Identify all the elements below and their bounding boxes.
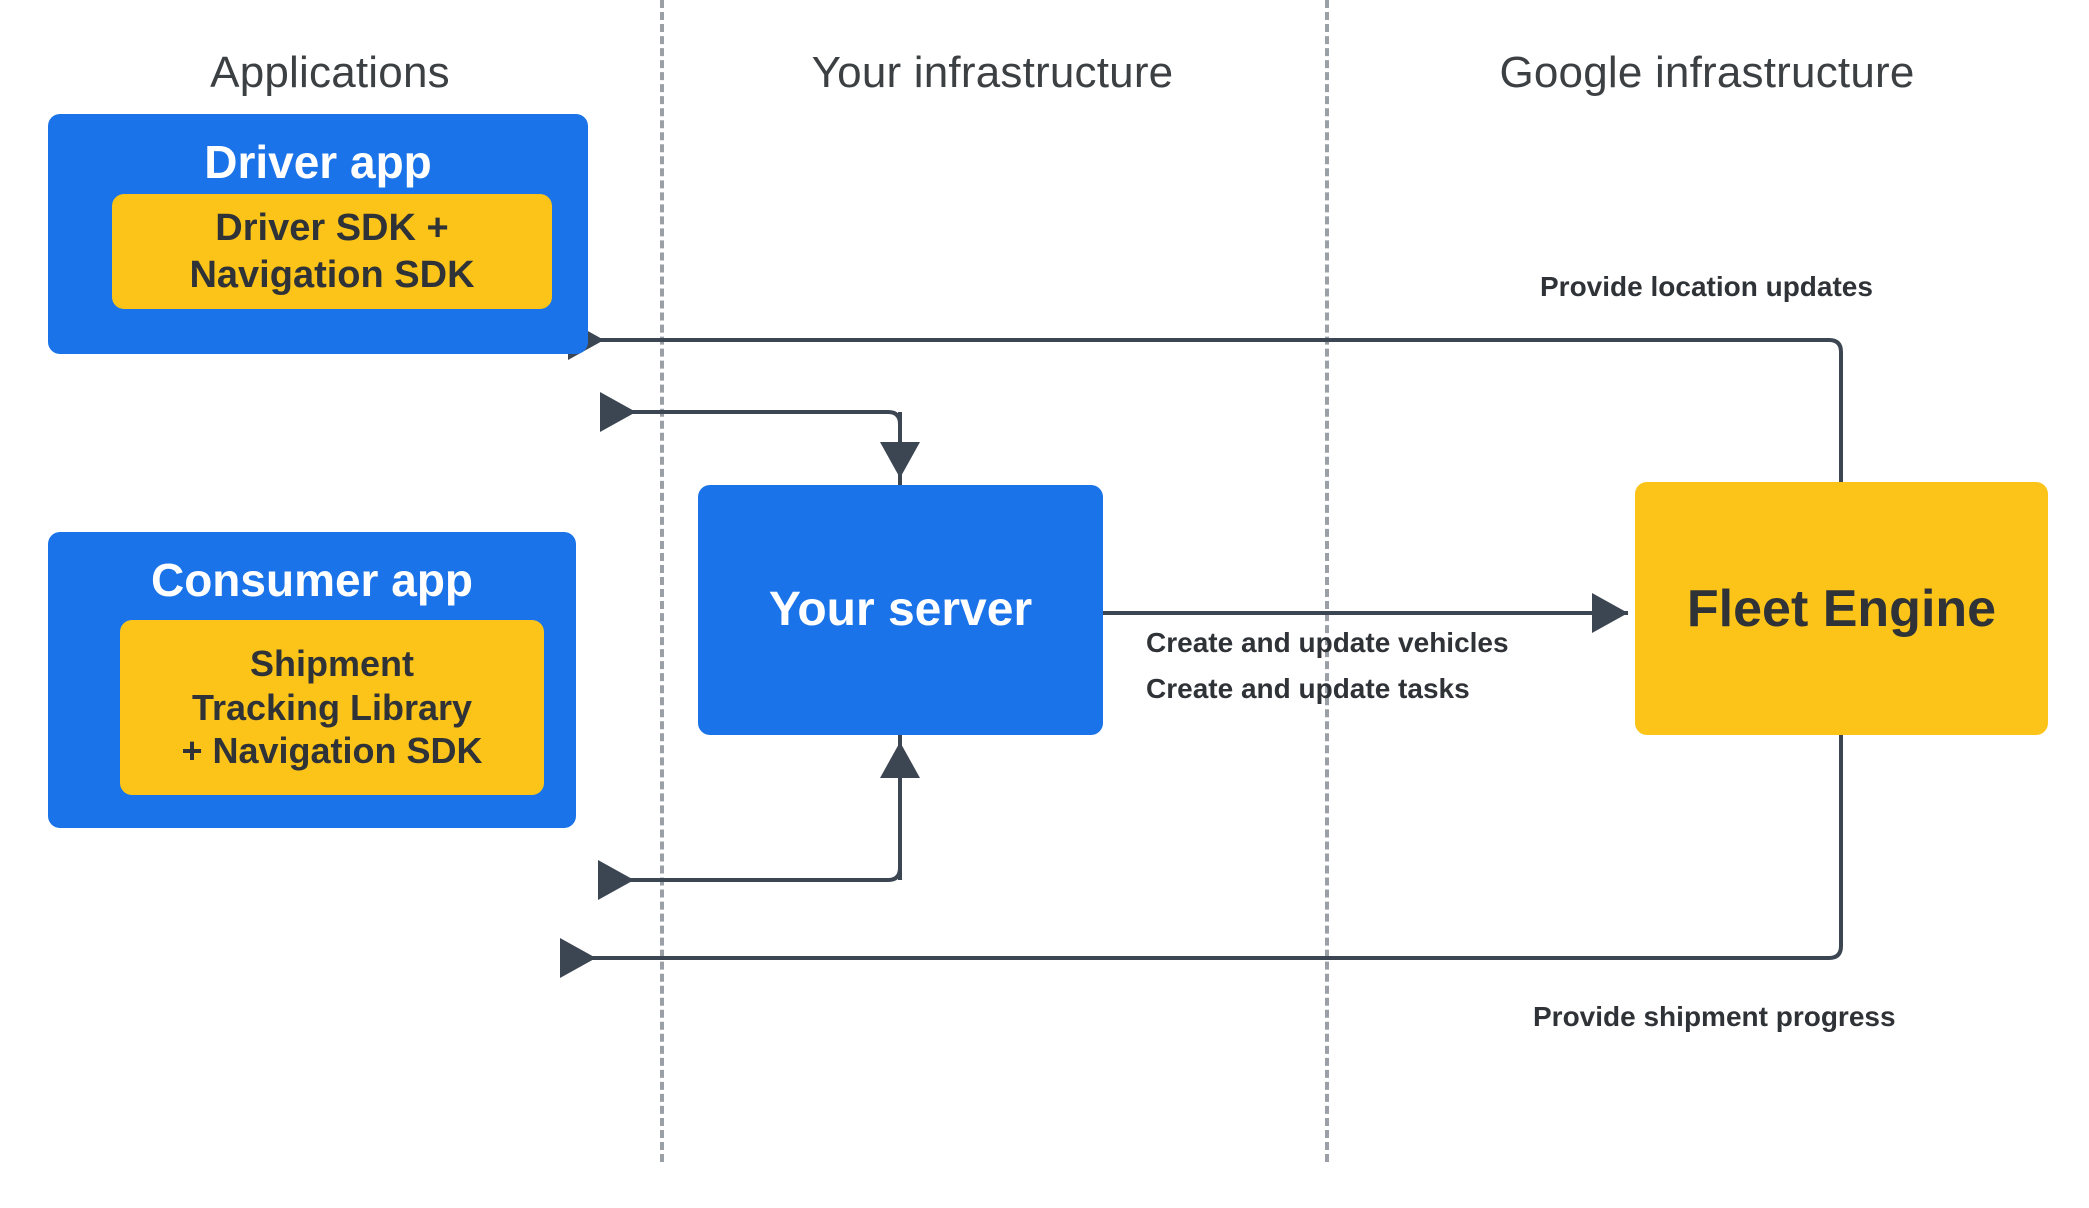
your-server-title: Your server [768, 583, 1033, 637]
consumer-sdk-line-1: Shipment [249, 642, 414, 684]
edge-server-driver [600, 392, 920, 485]
edge-server-consumer [598, 735, 920, 900]
column-header-applications: Applications [210, 48, 450, 97]
column-header-your-infrastructure: Your infrastructure [811, 48, 1174, 97]
edge-location-updates [568, 320, 1843, 482]
swimlane-divider-left [660, 0, 664, 1162]
edge-label-create-vehicles: Create and update vehicles [1146, 627, 1509, 658]
edge-label-create-tasks: Create and update tasks [1146, 673, 1470, 704]
driver-sdk-line-2: Navigation SDK [189, 253, 475, 296]
fleet-engine-title: Fleet Engine [1686, 579, 1997, 638]
edge-shipment-progress [560, 735, 1843, 978]
swimlane-divider-right [1325, 0, 1329, 1162]
edge-label-location-updates: Provide location updates [1540, 271, 1873, 302]
node-your-server[interactable]: Your server [698, 485, 1103, 735]
node-consumer-sdk[interactable]: Shipment Tracking Library + Navigation S… [120, 620, 544, 795]
edge-label-shipment-progress: Provide shipment progress [1533, 1001, 1896, 1032]
consumer-sdk-line-3: + Navigation SDK [181, 730, 483, 772]
column-header-google-infrastructure: Google infrastructure [1499, 48, 1915, 97]
driver-app-title: Driver app [204, 136, 432, 188]
consumer-app-title: Consumer app [150, 554, 474, 606]
consumer-sdk-line-2: Tracking Library [191, 686, 473, 728]
node-fleet-engine[interactable]: Fleet Engine [1635, 482, 2048, 735]
driver-sdk-line-1: Driver SDK + [215, 207, 449, 250]
node-driver-sdk[interactable]: Driver SDK + Navigation SDK [112, 194, 552, 309]
